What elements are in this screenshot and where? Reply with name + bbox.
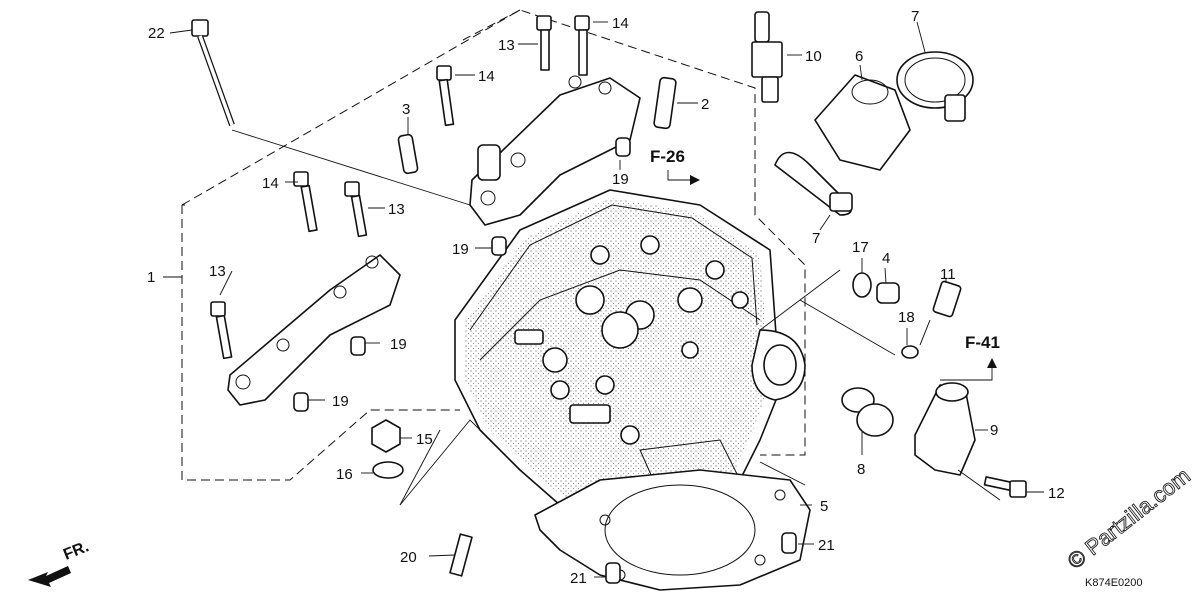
- assembly-outline: [181, 9, 806, 481]
- callout-19-b[interactable]: 19: [452, 241, 469, 258]
- nut-15-washer-16[interactable]: [371, 419, 404, 479]
- front-label: FR.: [61, 538, 91, 563]
- callout-18[interactable]: 18: [898, 309, 915, 326]
- callout-3[interactable]: 3: [402, 101, 410, 118]
- callout-19-d[interactable]: 19: [332, 393, 349, 410]
- callout-9[interactable]: 9: [990, 422, 998, 439]
- callout-13-mid[interactable]: 13: [388, 201, 405, 218]
- watermark: © Partzilla.com: [1063, 463, 1195, 574]
- valve-guide-3[interactable]: [397, 133, 419, 175]
- diagram-code: K874E0200: [1085, 577, 1143, 589]
- callout-19-a[interactable]: 19: [612, 171, 629, 188]
- reference-f41[interactable]: F-41: [940, 333, 1000, 381]
- clamp-upper[interactable]: [896, 51, 974, 122]
- leader-lines: [163, 21, 1044, 578]
- callout-1[interactable]: 1: [147, 269, 155, 286]
- callout-20[interactable]: 20: [400, 549, 417, 566]
- camshaft-holder-upper[interactable]: [469, 75, 641, 226]
- thermostat-cover[interactable]: [914, 382, 976, 476]
- callout-12[interactable]: 12: [1048, 485, 1065, 502]
- callout-19-c[interactable]: 19: [390, 336, 407, 353]
- callout-22[interactable]: 22: [148, 25, 165, 42]
- reference-f26[interactable]: F-26: [650, 147, 700, 185]
- bolt-14-mid[interactable]: [436, 65, 455, 127]
- o-ring-17[interactable]: [852, 272, 872, 298]
- bolt-22[interactable]: [191, 19, 235, 127]
- callout-17[interactable]: 17: [852, 239, 869, 256]
- callout-5[interactable]: 5: [820, 498, 828, 515]
- callout-13-lower[interactable]: 13: [209, 263, 226, 280]
- callout-21-right[interactable]: 21: [818, 537, 835, 554]
- front-arrow-icon: FR.: [28, 538, 91, 587]
- dowel-pins-19[interactable]: [293, 137, 631, 412]
- callout-7-lower[interactable]: 7: [812, 230, 820, 247]
- bolt-12[interactable]: [983, 476, 1027, 498]
- callouts: 1 2 3 4 5 6 7 7 8 9 10 11 12 13 13 13 14…: [147, 8, 1065, 587]
- valve-guide-2[interactable]: [653, 76, 677, 130]
- washer-18[interactable]: [901, 345, 919, 359]
- reference-f26-label: F-26: [650, 147, 685, 166]
- callout-14-top[interactable]: 14: [612, 15, 629, 32]
- callout-16[interactable]: 16: [336, 466, 353, 483]
- callout-10[interactable]: 10: [805, 48, 822, 65]
- callout-4[interactable]: 4: [882, 250, 890, 267]
- callout-14-left[interactable]: 14: [262, 175, 279, 192]
- callout-2[interactable]: 2: [701, 96, 709, 113]
- callout-15[interactable]: 15: [416, 431, 433, 448]
- thermostat[interactable]: [841, 387, 894, 437]
- bolt-14-top[interactable]: [574, 15, 590, 76]
- callout-14-mid[interactable]: 14: [478, 68, 495, 85]
- stud-bolt-20[interactable]: [449, 533, 473, 577]
- temp-sensor-11[interactable]: [919, 280, 962, 346]
- callout-11[interactable]: 11: [940, 266, 956, 283]
- callout-13-top[interactable]: 13: [498, 37, 515, 54]
- insulator[interactable]: [814, 74, 911, 171]
- callout-8[interactable]: 8: [857, 461, 865, 478]
- callout-6[interactable]: 6: [855, 48, 863, 65]
- camshaft-holder-lower[interactable]: [227, 254, 401, 406]
- plug-4[interactable]: [876, 282, 900, 304]
- clamp-lower[interactable]: [774, 151, 853, 216]
- head-gasket[interactable]: [534, 469, 811, 591]
- spark-plug[interactable]: [751, 11, 783, 103]
- bolt-13-lower[interactable]: [210, 301, 233, 360]
- reference-f41-label: F-41: [965, 333, 1000, 352]
- bolt-13-left[interactable]: [344, 181, 368, 238]
- callout-7-upper[interactable]: 7: [911, 8, 919, 25]
- dowel-pins-21[interactable]: [605, 532, 797, 584]
- cylinder-head[interactable]: [454, 189, 806, 521]
- bolt-13-top[interactable]: [536, 15, 552, 71]
- callout-21-bottom[interactable]: 21: [570, 570, 587, 587]
- bolt-14-left[interactable]: [293, 171, 318, 233]
